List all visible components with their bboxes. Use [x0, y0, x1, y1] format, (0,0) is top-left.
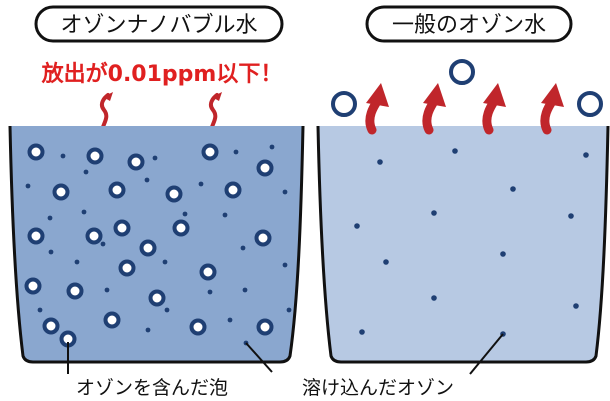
dissolved-ozone-dot	[286, 307, 292, 313]
dissolved-ozone-dot	[431, 210, 437, 216]
ozone-bubble	[52, 183, 70, 201]
dissolved-ozone-dot	[573, 303, 579, 309]
ozone-bubble	[254, 229, 272, 247]
dissolved-ozone-dot	[359, 329, 365, 335]
escaped-bubble	[331, 91, 357, 117]
dissolved-callout-line-right	[469, 333, 504, 375]
dissolved-ozone-dot	[269, 144, 275, 150]
dissolved-ozone-dot	[282, 189, 288, 195]
dissolved-ozone-dot	[182, 211, 188, 217]
ozone-bubble	[118, 259, 136, 277]
dissolved-ozone-dot	[500, 251, 506, 257]
dissolved-ozone-dot	[452, 148, 458, 154]
dissolved-ozone-dot	[383, 259, 389, 265]
ozone-bubble	[224, 181, 242, 199]
ozone-bubble	[172, 219, 190, 237]
dissolved-ozone-dot	[222, 212, 228, 218]
dissolved-ozone-dot	[74, 259, 80, 265]
ozone-bubble	[189, 318, 207, 336]
ozone-bubble	[148, 289, 166, 307]
dissolved-ozone-dot	[431, 295, 437, 301]
ozone-bubble	[127, 153, 145, 171]
right-panel: 一般のオゾン水	[316, 5, 610, 364]
dissolved-ozone-dot	[81, 209, 87, 215]
ozone-bubble	[139, 239, 157, 257]
bubble-caption: オゾンを含んだ泡	[76, 377, 228, 399]
left-title-pill	[34, 5, 284, 43]
right-title-pill	[365, 5, 573, 43]
escaped-bubble	[577, 91, 603, 117]
ozone-bubble	[66, 282, 84, 300]
dissolved-ozone-dot	[207, 289, 213, 295]
escaped-bubble	[449, 59, 475, 85]
ozone-bubble	[27, 227, 45, 245]
release-wisp-left-head	[103, 92, 113, 101]
dissolved-ozone-dot	[282, 262, 288, 268]
escaping-ozone-arrow	[365, 83, 389, 135]
dissolved-ozone-dot	[60, 153, 66, 159]
dissolved-ozone-dot	[162, 259, 168, 265]
dissolved-ozone-dot	[583, 152, 589, 158]
escaping-ozone-arrows	[365, 83, 564, 135]
ozone-bubble	[199, 263, 217, 281]
ozone-bubble	[27, 143, 45, 161]
release-wisp-right-head	[212, 92, 222, 101]
ozone-bubble	[24, 277, 42, 295]
dissolved-callout-line-left	[245, 342, 273, 373]
dissolved-ozone-dot	[240, 245, 246, 251]
ozone-bubble	[42, 317, 60, 335]
ozone-bubbles	[24, 143, 274, 348]
dissolved-ozone-dot	[25, 183, 31, 189]
dissolved-ozone-dot	[233, 149, 239, 155]
dissolved-ozone-dot	[510, 186, 516, 192]
escaped-ozone-bubbles	[331, 59, 603, 117]
dissolved-ozone-dot	[242, 287, 248, 293]
dissolved-ozone-dot	[144, 177, 150, 183]
dissolved-ozone-dot	[47, 215, 53, 221]
dissolved-ozone-dot	[164, 307, 170, 313]
left-title: オゾンナノバブル水	[61, 13, 258, 38]
ozone-bubble	[108, 181, 126, 199]
escaping-ozone-arrow	[482, 83, 506, 135]
ozone-bubble	[165, 185, 183, 203]
dissolved-ozone-dot	[83, 169, 89, 175]
dissolved-ozone-dot	[100, 241, 106, 247]
ozone-bubble	[201, 143, 219, 161]
escaping-ozone-arrow	[540, 83, 564, 135]
ozone-water	[318, 126, 608, 362]
ozone-bubble	[86, 147, 104, 165]
dissolved-ozone-dot	[104, 287, 110, 293]
dissolved-ozone-dot	[48, 249, 54, 255]
escaping-ozone-arrow	[422, 83, 446, 135]
right-container-wall	[316, 125, 610, 364]
ozone-bubble	[103, 311, 121, 329]
dissolved-ozone-dot	[152, 155, 158, 161]
dissolved-ozone-dot	[37, 307, 43, 313]
dissolved-ozone-dot	[568, 213, 574, 219]
right-title: 一般のオゾン水	[392, 13, 546, 38]
dissolved-caption: 溶け込んだオゾン	[302, 377, 454, 399]
ozone-bubble	[85, 227, 103, 245]
ozone-bubble	[113, 219, 131, 237]
nanobubble-release-claim: 放出が0.01ppm以下！	[41, 61, 283, 87]
dissolved-ozone-dot	[377, 159, 383, 165]
left-panel: オゾンナノバブル水 放出が0.01ppm以下！	[8, 5, 305, 364]
callouts: オゾンを含んだ泡 溶け込んだオゾン	[67, 333, 504, 399]
dissolved-ozone-dots-left	[25, 144, 292, 346]
dissolved-ozone-dot	[198, 181, 204, 187]
dissolved-ozone-dot	[227, 317, 233, 323]
ozone-bubble	[256, 318, 274, 336]
dissolved-ozone-dot	[354, 223, 360, 229]
dissolved-ozone-dot	[145, 327, 151, 333]
ozone-bubble	[256, 159, 274, 177]
left-container-wall	[8, 125, 305, 364]
